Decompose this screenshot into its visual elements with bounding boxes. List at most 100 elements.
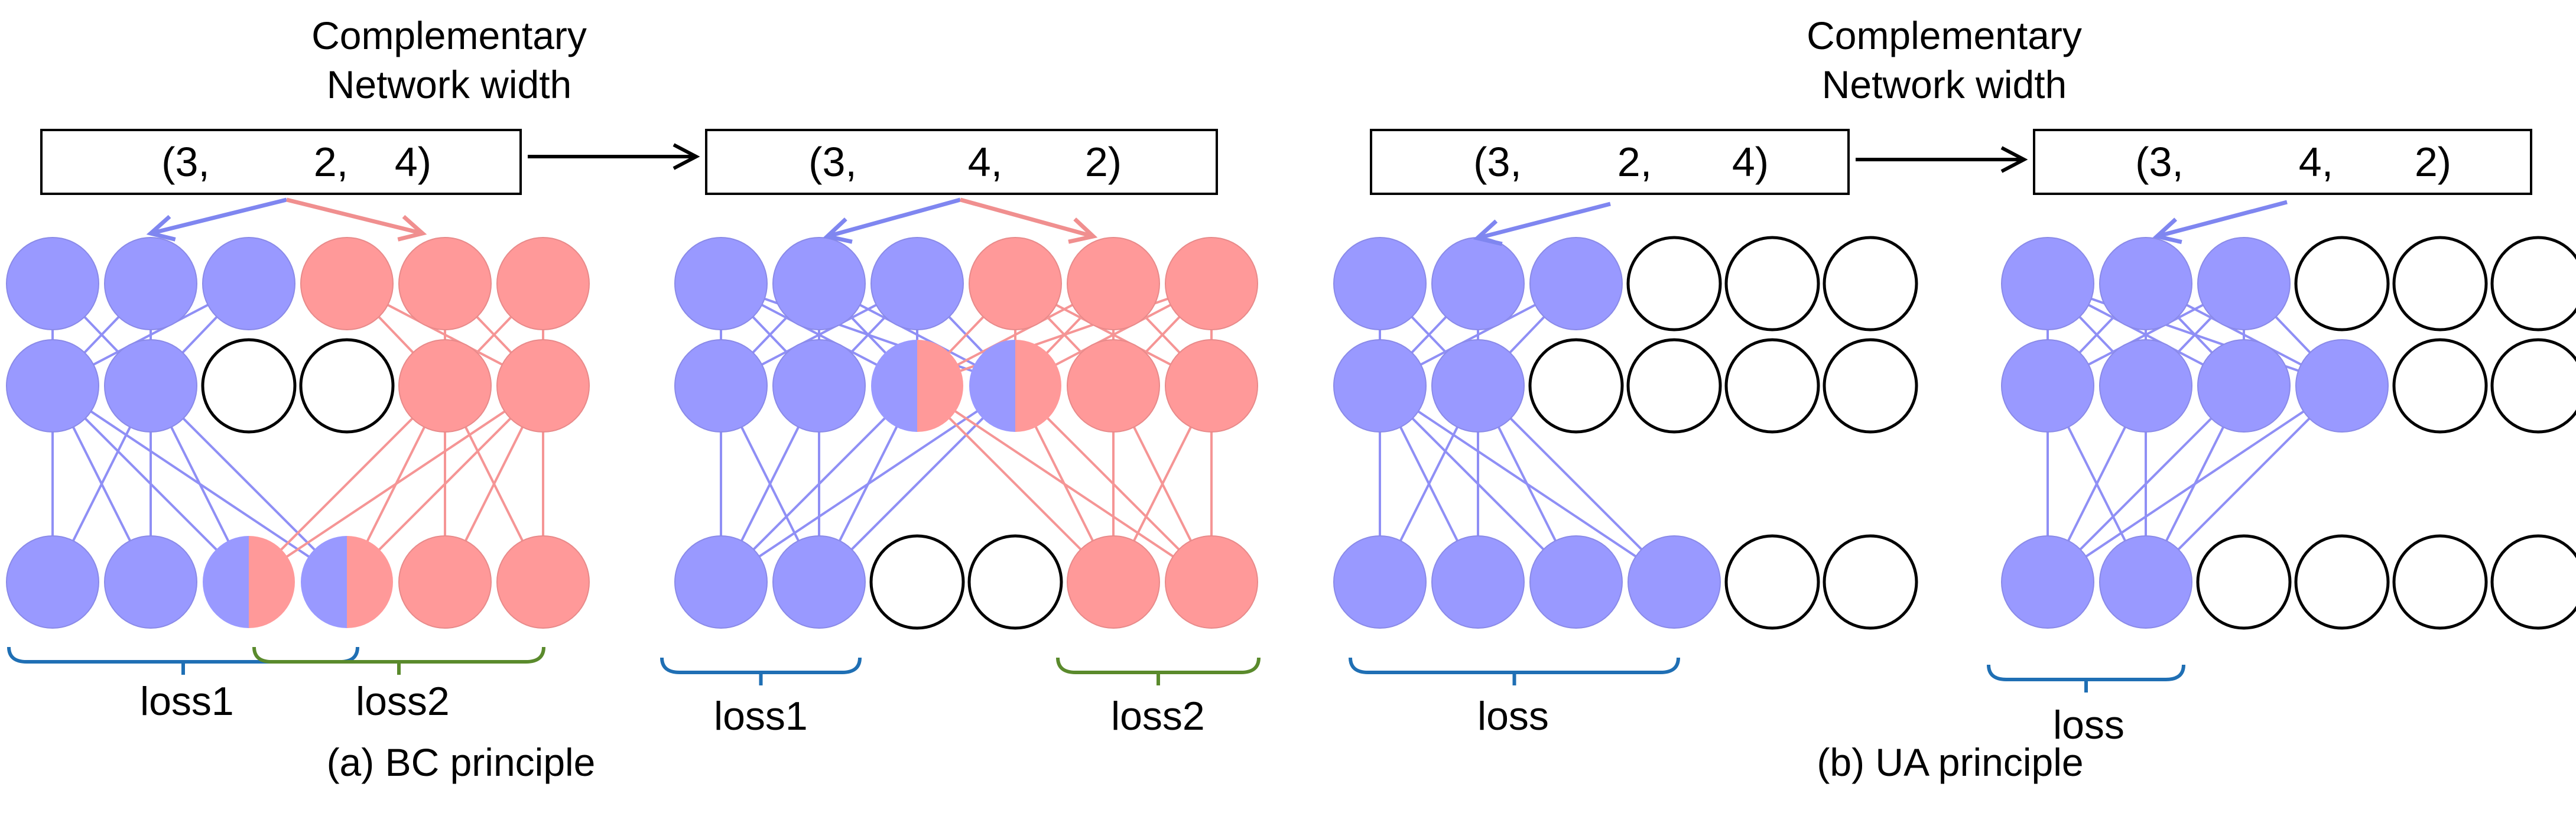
red-node bbox=[300, 237, 394, 330]
ua-title: Complementary Network width bbox=[1767, 15, 2122, 106]
bc-width-tuple-left: (3, 2, 4) bbox=[40, 129, 522, 195]
ua-arrow-icon-head bbox=[2000, 146, 2028, 173]
empty-node bbox=[1724, 338, 1820, 434]
tuple-open: (3, bbox=[161, 139, 210, 185]
blue-node bbox=[870, 237, 964, 330]
blue-edge bbox=[720, 385, 1016, 583]
bc-title-line2: Network width bbox=[326, 63, 572, 107]
tuple-open: (3, bbox=[2135, 139, 2184, 185]
red-node bbox=[496, 535, 590, 629]
red-edge bbox=[248, 385, 544, 583]
ua-title-line1: Complementary bbox=[1807, 14, 2082, 57]
blue-node bbox=[1529, 237, 1623, 330]
ua-net2-loss-bracket bbox=[1987, 664, 2185, 681]
blue-node bbox=[2001, 535, 2094, 629]
blue-edge bbox=[2046, 385, 2343, 583]
blue-node bbox=[2001, 339, 2094, 433]
tuple-close: 4) bbox=[1732, 139, 1769, 185]
red-node bbox=[1067, 535, 1160, 629]
blue-node bbox=[1431, 237, 1525, 330]
empty-node bbox=[1724, 236, 1820, 331]
red-arrow-icon bbox=[286, 197, 423, 236]
ua-net2-loss-label: loss bbox=[2053, 703, 2125, 747]
half-node-red-side bbox=[347, 536, 393, 628]
tuple-open: (3, bbox=[808, 139, 857, 185]
blue-node bbox=[1529, 535, 1623, 629]
half-node-red-side bbox=[249, 536, 295, 628]
blue-node bbox=[6, 237, 99, 330]
tuple-close: 2) bbox=[1084, 139, 1122, 185]
blue-arrow-icon-head bbox=[2152, 217, 2182, 245]
blue-node bbox=[1333, 237, 1427, 330]
blue-node bbox=[772, 237, 866, 330]
red-arrow-icon bbox=[960, 197, 1094, 239]
blue-node bbox=[1628, 535, 1721, 629]
blue-node bbox=[772, 535, 866, 629]
tuple-mid: 4, bbox=[967, 139, 1003, 185]
blue-arrow-icon-head bbox=[146, 214, 176, 242]
red-node bbox=[969, 237, 1062, 330]
half-node-blue-side bbox=[969, 340, 1015, 432]
red-node bbox=[496, 237, 590, 330]
red-node bbox=[1067, 237, 1160, 330]
bc-title: Complementary Network width bbox=[272, 15, 626, 106]
bc-net1-loss2-label: loss2 bbox=[356, 679, 450, 724]
tuple-close: 4) bbox=[394, 139, 432, 185]
ua-title-line2: Network width bbox=[1821, 63, 2067, 107]
empty-node bbox=[2392, 338, 2488, 434]
tuple-open: (3, bbox=[1473, 139, 1522, 185]
blue-node bbox=[772, 339, 866, 433]
bc-net1-loss1-bracket bbox=[7, 646, 359, 664]
half-node-red-side bbox=[917, 340, 963, 432]
blue-node bbox=[104, 237, 197, 330]
ua-width-tuple-left: (3, 2, 4) bbox=[1370, 129, 1850, 195]
blue-node bbox=[674, 237, 768, 330]
tuple-mid: 2, bbox=[313, 139, 349, 185]
half-node-red-side bbox=[1015, 340, 1061, 432]
empty-node bbox=[201, 338, 297, 434]
blue-arrow-icon-head bbox=[823, 217, 853, 244]
red-node bbox=[398, 339, 492, 433]
blue-node bbox=[2099, 237, 2192, 330]
blue-node bbox=[674, 339, 768, 433]
blue-node bbox=[104, 339, 197, 433]
half-node-blue-side bbox=[301, 536, 347, 628]
bc-net1-loss2-bracket bbox=[252, 646, 545, 664]
empty-node bbox=[1823, 236, 1918, 331]
blue-arrow-icon bbox=[827, 197, 961, 239]
half-node-blue-side bbox=[203, 536, 249, 628]
blue-arrow-icon bbox=[2156, 200, 2288, 239]
blue-node bbox=[1333, 535, 1427, 629]
empty-node bbox=[299, 338, 395, 434]
bc-net2-loss1-label: loss1 bbox=[714, 694, 808, 739]
empty-node bbox=[2490, 236, 2576, 331]
bc-caption: (a) BC principle bbox=[326, 740, 596, 784]
blue-node bbox=[104, 535, 197, 629]
red-node bbox=[1165, 535, 1258, 629]
blue-node bbox=[2197, 339, 2291, 433]
tuple-mid: 2, bbox=[1617, 139, 1652, 185]
red-node bbox=[496, 339, 590, 433]
empty-node bbox=[2490, 534, 2576, 630]
empty-node bbox=[1626, 338, 1722, 434]
blue-node bbox=[6, 535, 99, 629]
bc-net2-loss2-bracket bbox=[1056, 657, 1261, 674]
blue-node bbox=[674, 535, 768, 629]
empty-node bbox=[869, 534, 965, 630]
ua-net1-loss-label: loss bbox=[1477, 694, 1549, 739]
red-arrow-icon-head bbox=[397, 214, 427, 242]
blue-node bbox=[2001, 237, 2094, 330]
ua-width-tuple-right: (3, 4, 2) bbox=[2033, 129, 2532, 195]
empty-node bbox=[2490, 338, 2576, 434]
empty-node bbox=[1724, 534, 1820, 630]
blue-node bbox=[2295, 339, 2389, 433]
empty-node bbox=[1823, 534, 1918, 630]
tuple-mid: 4, bbox=[2298, 139, 2334, 185]
tuple-close: 2) bbox=[2414, 139, 2452, 185]
red-node bbox=[1165, 237, 1258, 330]
blue-arrow-icon bbox=[1477, 201, 1611, 240]
empty-node bbox=[2392, 236, 2488, 331]
bc-width-tuple-right: (3, 4, 2) bbox=[705, 129, 1218, 195]
blue-node bbox=[1431, 339, 1525, 433]
